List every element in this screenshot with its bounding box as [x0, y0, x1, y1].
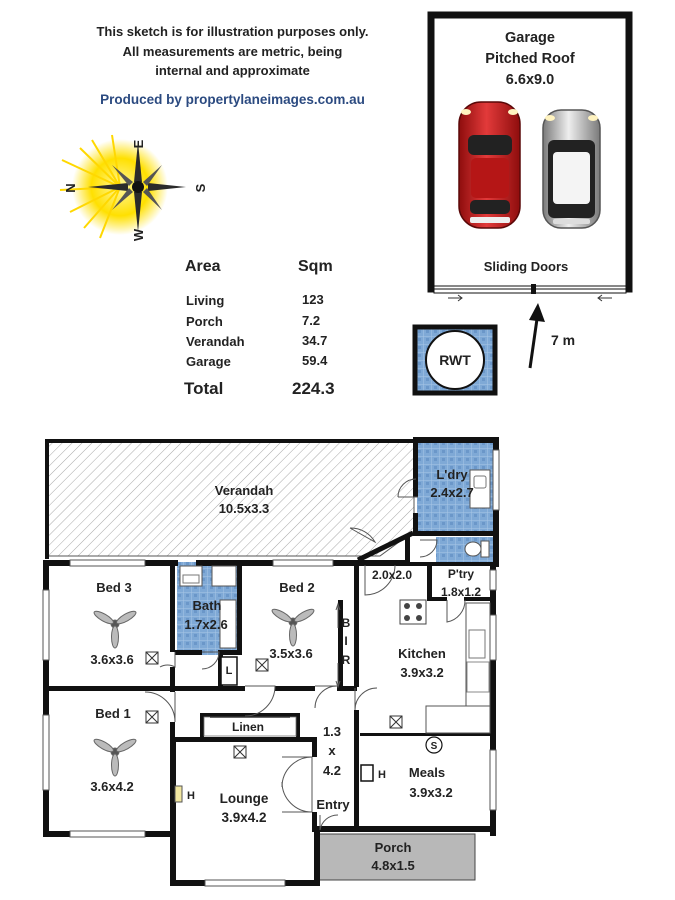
room-name: Lounge: [220, 791, 269, 806]
sliding-door-arrows-icon: [448, 294, 612, 302]
room-size: 1.8x1.2: [441, 585, 481, 599]
house-plan: H H S Verandah 10.5x3.3 L'dry 2.4x2.7 2.…: [42, 437, 500, 887]
fridge-icon: [466, 661, 490, 693]
arrow-up-icon: [528, 311, 540, 369]
heater-label: H: [378, 769, 386, 781]
hall-x: x: [328, 743, 336, 758]
garage: Garage Pitched Roof 6.6x9.0 Sliding Door…: [427, 11, 633, 302]
linen-cupboard: [203, 716, 297, 737]
compass-w-label: W: [131, 228, 146, 241]
heater-icon: [174, 785, 183, 803]
verandah-area: [46, 440, 415, 557]
laundry-tub-icon: [469, 469, 491, 509]
room-name: Bath: [193, 598, 222, 613]
distance-label: 7 m: [551, 332, 575, 348]
hall-width: 1.3: [323, 724, 341, 739]
room-size: 3.9x3.2: [409, 785, 452, 800]
heater-icon: [360, 764, 374, 782]
door-swings: [144, 478, 466, 831]
area-header: Area: [185, 258, 221, 275]
porch-area: [316, 833, 476, 881]
compass-star-icon: [88, 142, 186, 232]
bathtub-icon: [179, 565, 237, 587]
room-name: Porch: [375, 840, 412, 855]
linen-l-label: L: [226, 665, 233, 677]
room-size: 2.4x2.7: [430, 485, 473, 500]
disclaimer-line-3: internal and approximate: [155, 63, 310, 78]
linen-l-cupboard: [220, 656, 238, 686]
garage-size: 6.6x9.0: [506, 72, 554, 88]
area-row-sqm: 7.2: [302, 313, 321, 328]
cooktop-icon: [399, 599, 427, 625]
smoke-detector-label: S: [431, 741, 438, 752]
room-size: 10.5x3.3: [219, 501, 270, 516]
bir-letter: B: [342, 616, 351, 630]
rainwater-tank: RWT: [412, 324, 498, 396]
room-name: Kitchen: [398, 646, 446, 661]
room-name: L'dry: [436, 467, 468, 482]
room-size: 3.9x4.2: [221, 810, 266, 825]
sqm-header: Sqm: [298, 258, 333, 275]
room-name: Entry: [316, 797, 350, 812]
smoke-detector-icon: [425, 736, 443, 754]
area-total-value: 224.3: [292, 379, 335, 398]
area-row-name: Living: [186, 293, 225, 308]
bir-letter: I: [344, 634, 347, 648]
area-row-name: Porch: [186, 314, 223, 329]
area-row-sqm: 34.7: [302, 333, 328, 348]
room-size: 1.7x2.6: [184, 617, 227, 632]
area-total-label: Total: [184, 379, 224, 398]
disclaimer: This sketch is for illustration purposes…: [60, 22, 405, 81]
compass-n-label: N: [63, 183, 78, 192]
toilet-icon: [464, 540, 490, 558]
area-row-name: Verandah: [186, 334, 245, 349]
ceiling-fan-icon: [93, 610, 137, 649]
room-name: P'try: [448, 567, 475, 581]
room-size: 3.6x4.2: [90, 779, 133, 794]
compass-e-label: E: [131, 139, 146, 148]
ceiling-fan-icon: [93, 738, 137, 777]
room-size: 3.5x3.6: [269, 646, 312, 661]
bir-letter: R: [342, 653, 351, 667]
disclaimer-line-2: All measurements are metric, being: [122, 43, 343, 59]
room-name: Bed 2: [279, 580, 314, 595]
distance-marker: 7 m: [528, 303, 575, 369]
kitchen-bench-icon: [425, 602, 491, 734]
room-size: 2.0x2.0: [372, 568, 412, 582]
garage-title: Garage: [505, 30, 555, 46]
room-size: 4.8x1.5: [371, 858, 414, 873]
room-name: Bed 1: [95, 706, 130, 721]
producer-credit: Produced by propertylaneimages.com.au: [100, 92, 365, 107]
garage-roof: Pitched Roof: [485, 51, 575, 67]
windows: [42, 449, 500, 887]
room-name: Verandah: [215, 483, 274, 498]
silver-car-icon: [542, 109, 601, 229]
heater-label: H: [187, 790, 195, 802]
room-size: 3.9x3.2: [400, 665, 443, 680]
room-name: Meals: [409, 765, 445, 780]
ceiling-fan-icon: [271, 608, 315, 647]
room-size: 3.6x3.6: [90, 652, 133, 667]
vent-icon: [145, 651, 403, 759]
garage-doors-label: Sliding Doors: [484, 259, 569, 274]
area-row-name: Garage: [186, 354, 231, 369]
disclaimer-line-1: This sketch is for illustration purposes…: [96, 24, 369, 39]
compass-s-label: S: [193, 183, 208, 192]
red-car-icon: [458, 101, 521, 229]
vanity-icon: [219, 599, 237, 649]
hall-length: 4.2: [323, 763, 341, 778]
room-name: Bed 3: [96, 580, 131, 595]
area-row-sqm: 59.4: [302, 353, 328, 368]
rwt-label: RWT: [439, 352, 471, 368]
compass: N E S W: [59, 134, 208, 241]
room-name: Linen: [232, 720, 264, 734]
area-row-sqm: 123: [302, 292, 324, 307]
